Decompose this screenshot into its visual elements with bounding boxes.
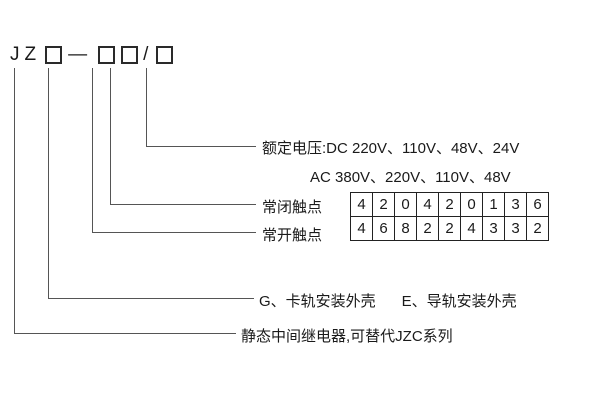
no-cell: 2 (526, 216, 549, 241)
label-shell-options: G、卡轨安装外壳 E、导轨安装外壳 (259, 290, 517, 311)
no-cell: 6 (372, 216, 395, 241)
nc-cell: 4 (350, 192, 373, 217)
model-box-shell (45, 46, 63, 64)
leader-hline-no-contact (92, 232, 256, 233)
nc-cell: 0 (394, 192, 417, 217)
table-row-no: 4 6 8 2 2 4 3 3 2 (350, 216, 549, 241)
model-prefix: JZ (10, 44, 42, 65)
model-dash: — (68, 44, 91, 65)
nc-cell: 2 (372, 192, 395, 217)
leader-vline-no-contact (92, 68, 93, 232)
no-cell: 4 (350, 216, 373, 241)
no-cell: 3 (482, 216, 505, 241)
model-box-voltage (156, 46, 174, 64)
model-slash: / (143, 44, 152, 65)
leader-vline-nc-contact (110, 68, 111, 204)
nc-cell: 4 (416, 192, 439, 217)
nc-cell: 2 (438, 192, 461, 217)
nc-cell: 1 (482, 192, 505, 217)
model-box-nc-contact (121, 46, 139, 64)
label-rated-voltage-dc: 额定电压:DC 220V、110V、48V、24V (262, 140, 520, 157)
contact-count-table: 4 2 0 4 2 0 1 3 6 4 6 8 2 2 4 3 3 2 (350, 192, 549, 241)
label-nc-contact: 常闭触点 (262, 199, 323, 216)
label-shell-e: E、导轨安装外壳 (401, 293, 517, 310)
no-cell: 3 (504, 216, 527, 241)
leader-hline-nc-contact (110, 204, 256, 205)
leader-vline-voltage (146, 68, 147, 146)
label-shell-g: G、卡轨安装外壳 (259, 293, 376, 310)
leader-hline-shell (48, 298, 254, 299)
label-series-description: 静态中间继电器,可替代JZC系列 (241, 328, 453, 345)
nc-cell: 0 (460, 192, 483, 217)
leader-hline-series (14, 333, 236, 334)
nc-cell: 3 (504, 192, 527, 217)
leader-vline-shell (48, 68, 49, 298)
no-cell: 2 (416, 216, 439, 241)
no-cell: 2 (438, 216, 461, 241)
nc-cell: 6 (526, 192, 549, 217)
model-code: JZ — / (10, 44, 175, 66)
label-no-contact: 常开触点 (262, 227, 323, 244)
no-cell: 4 (460, 216, 483, 241)
no-cell: 8 (394, 216, 417, 241)
leader-hline-voltage (146, 146, 256, 147)
leader-vline-series (14, 68, 15, 333)
model-box-no-contact (98, 46, 116, 64)
label-rated-voltage-ac: AC 380V、220V、110V、48V (310, 169, 511, 186)
table-row-nc: 4 2 0 4 2 0 1 3 6 (350, 192, 549, 217)
